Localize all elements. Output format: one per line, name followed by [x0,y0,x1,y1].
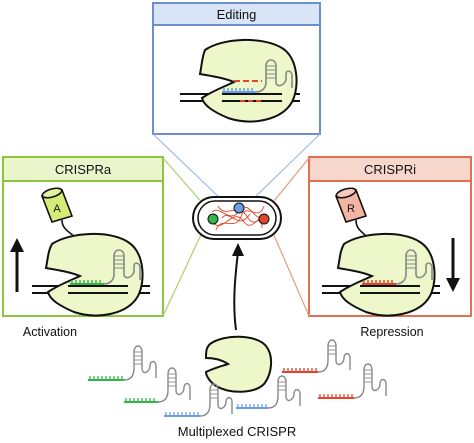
blue-guide-rna-2 [236,375,301,409]
editing-grna-hairpin [255,59,293,93]
red-guide-rna-1 [282,339,351,373]
crispri-caption: Repression [360,325,423,339]
crispra-grna-rungs [114,255,124,269]
cell-blue-marker [233,202,245,214]
crispri-guide-red [362,280,396,285]
crispra-dcas9-protein [44,233,144,317]
crispri-panel-header [308,156,472,182]
activation-arrow-icon [10,238,24,292]
crispri-connectors [269,157,310,317]
crispri-grna-rungs [406,255,416,269]
crispra-panel-header [2,156,164,182]
bacterial-cell [192,196,282,240]
multiplexed-crispr-illustration [88,335,387,417]
editing-grna-hairpin-rungs [266,65,276,79]
effector-a-label: A [53,203,61,215]
multiplexed-cas-protein [204,335,272,393]
cell-red-marker [258,213,270,225]
crispri-panel: CRISPRi R [308,156,472,317]
green-guide-rna-2 [124,367,191,403]
delivery-arrow-icon [232,243,244,331]
crispra-panel: CRISPRa A [2,156,164,317]
editing-panel: Editing [152,2,321,135]
crispra-connectors [162,157,206,317]
repression-arrow-icon [446,238,460,292]
crispra-panel-title: CRISPRa [55,162,112,177]
editing-guide-blue [222,88,256,93]
green-guide-rna-1 [88,345,157,381]
effector-r-label: R [347,203,355,215]
cell-green-marker [207,213,219,225]
red-guide-rna-2 [318,363,387,399]
crispri-dcas9-protein [336,233,436,317]
crispra-guide-green [70,280,104,285]
crispri-grna-hairpin [395,249,433,285]
editing-panel-header [152,2,321,26]
blue-guide-rna-1 [164,383,233,417]
crispri-panel-title: CRISPRi [364,162,416,177]
crispra-caption: Activation [23,325,77,339]
editing-panel-title: Editing [217,7,257,22]
multiplexed-crispr-caption: Multiplexed CRISPR [178,424,297,439]
crispra-grna-hairpin [103,249,141,285]
editing-connectors [152,133,321,201]
repressor-effector-r: R [334,187,373,245]
